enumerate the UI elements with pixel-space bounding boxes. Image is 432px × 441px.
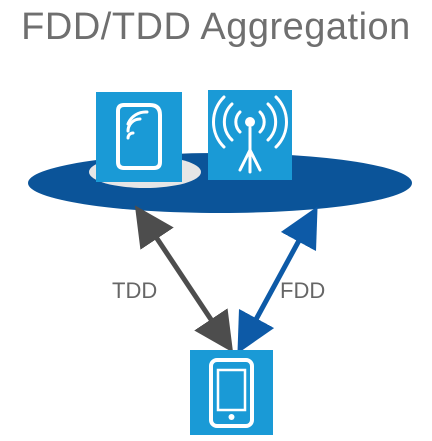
macro-tower-node bbox=[208, 90, 292, 180]
device-node bbox=[190, 350, 273, 435]
device-tile bbox=[190, 350, 273, 435]
tdd-label: TDD bbox=[112, 278, 157, 303]
small-cell-icon bbox=[116, 103, 162, 170]
fdd-label: FDD bbox=[280, 278, 325, 303]
tdd-arrow bbox=[134, 205, 234, 353]
fdd-arrow bbox=[237, 206, 318, 354]
diagram-title: FDD/TDD Aggregation bbox=[21, 6, 411, 48]
tdd-link: TDD bbox=[112, 205, 234, 353]
fdd-link: FDD bbox=[237, 206, 325, 354]
small-cell-node bbox=[96, 92, 182, 182]
smartphone-icon bbox=[209, 358, 254, 428]
antenna-tower-icon bbox=[211, 95, 289, 174]
